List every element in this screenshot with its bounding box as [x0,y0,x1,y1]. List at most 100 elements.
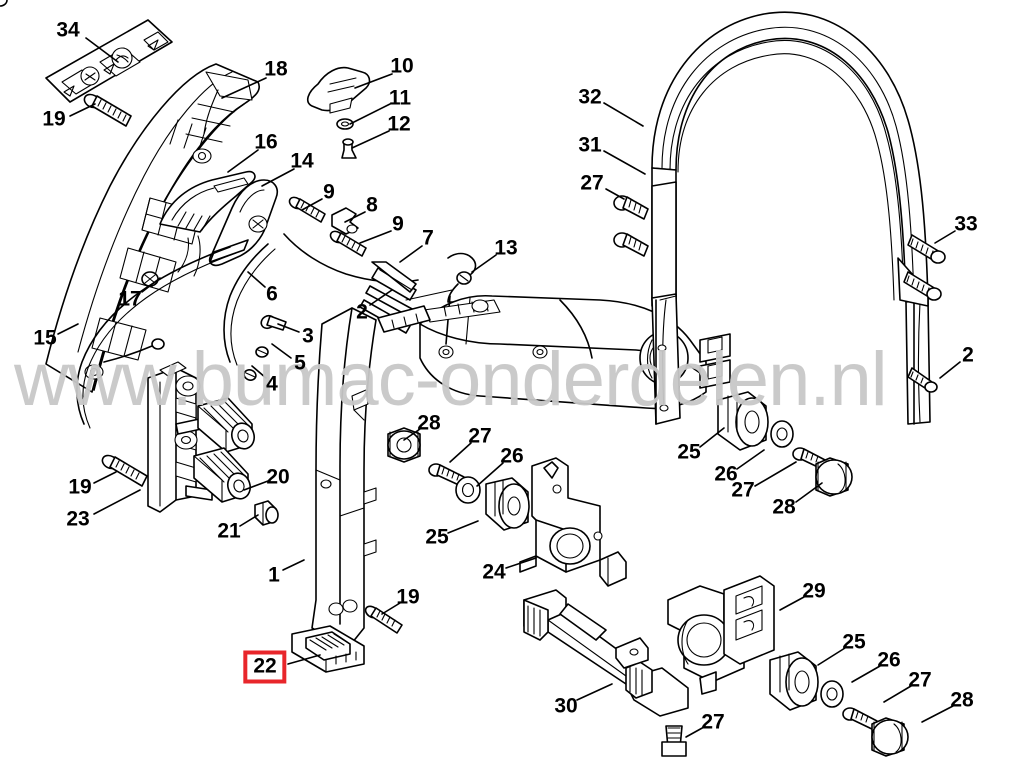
callout-number-27: 27 [580,171,604,195]
callout-number-9: 9 [392,212,404,236]
leader-line-26 [476,462,504,487]
leader-line-21 [239,514,259,527]
leader-line-5 [271,343,292,359]
part-25-bush-center [485,477,530,531]
leader-line-25 [817,647,846,666]
part-7-bar [371,261,417,301]
callout-number-15: 15 [33,326,57,350]
part-26-washer-center [455,476,481,504]
leader-line-28 [795,482,823,503]
part-26-washer-bottomright [820,680,844,708]
leader-line-4 [251,365,267,379]
callout-number-2: 2 [356,300,368,324]
leader-line-2 [369,289,393,306]
callout-number-11: 11 [388,86,412,110]
leader-line-13 [471,254,497,273]
callout-number-4: 4 [266,372,278,396]
leader-line-2 [939,361,961,379]
callout-number-27: 27 [908,668,932,692]
part-26-washer-right [770,420,794,448]
callout-number-22[interactable]: 22 [243,650,287,684]
part-34-decal [45,19,173,103]
leader-line-19 [93,471,117,484]
leader-line-8 [344,211,366,223]
part-28-cap-center [387,427,421,463]
callout-number-5: 5 [294,351,306,375]
part-2-screw-right [907,367,938,393]
callout-number-14: 14 [290,149,314,173]
callout-number-10: 10 [390,54,414,78]
callout-number-28: 28 [772,495,796,519]
leader-line-28 [921,705,954,723]
part-33-screw-a [0,0,946,264]
leader-line-25 [699,427,725,448]
part-19-screw-bottom [364,605,403,634]
part-12-pin [341,138,357,159]
part-25-bush-bottomright [769,651,819,711]
leader-line-17 [141,277,161,293]
callout-number-9: 9 [323,180,335,204]
leader-line-9 [359,230,392,244]
part-18-handle-shell [45,63,260,393]
part-9-screw-a [288,196,326,223]
callout-number-2: 2 [962,343,974,367]
part-14-trigger [208,179,279,267]
callout-number-19: 19 [396,585,420,609]
part-19-screw-top [83,93,132,127]
callout-number-27: 27 [701,710,725,734]
callout-number-24: 24 [482,560,506,584]
leader-line-28 [403,428,421,441]
part-27-screw-bar-b [613,232,649,257]
leader-line-32 [603,102,644,127]
callout-number-32: 32 [578,85,602,109]
part-27-screw-under-30 [661,725,687,757]
part-19-screw-left [101,454,148,487]
callout-number-1: 1 [268,563,280,587]
callout-number-13: 13 [494,236,518,260]
callout-number-28: 28 [950,688,974,712]
part-10-latch [306,66,371,114]
part-29-clamp [667,575,775,695]
callout-number-16: 16 [254,130,278,154]
callout-number-18: 18 [264,57,288,81]
part-28-cap-bottomright [871,717,909,757]
leader-line-9 [301,198,323,211]
leader-line-27 [449,442,472,463]
callout-number-7: 7 [422,226,434,250]
leader-line-34 [85,37,119,63]
callout-number-29: 29 [802,579,826,603]
leader-line-30 [576,683,613,701]
callout-number-17: 17 [118,287,142,311]
callout-number-25: 25 [842,630,866,654]
callout-leader-lines [57,37,961,738]
callout-number-30: 30 [554,694,578,718]
callout-number-26: 26 [877,648,901,672]
callout-number-21: 21 [217,519,241,543]
callout-number-26: 26 [714,462,738,486]
callout-number-20: 20 [266,465,290,489]
leader-line-3 [277,323,300,333]
leader-line-31 [603,150,646,175]
callout-number-33: 33 [954,212,978,236]
leader-line-27 [685,726,705,738]
callout-number-25: 25 [425,525,449,549]
part-11-washer [336,118,354,130]
part-25-bush-right [717,391,769,451]
leader-line-26 [736,449,765,470]
leader-line-27 [605,188,625,200]
callout-number-6: 6 [266,282,278,306]
part-22-pad [291,625,365,673]
leader-line-6 [247,271,266,288]
leader-line-18 [221,77,267,99]
part-16-lever [159,170,256,233]
leader-line-26 [851,665,881,683]
part-27-screw-bar-a [613,195,649,220]
callout-number-12: 12 [387,112,411,136]
leader-line-24 [505,557,537,569]
callout-number-3: 3 [302,324,314,348]
callout-number-31: 31 [578,133,602,157]
leader-line-11 [349,103,391,125]
